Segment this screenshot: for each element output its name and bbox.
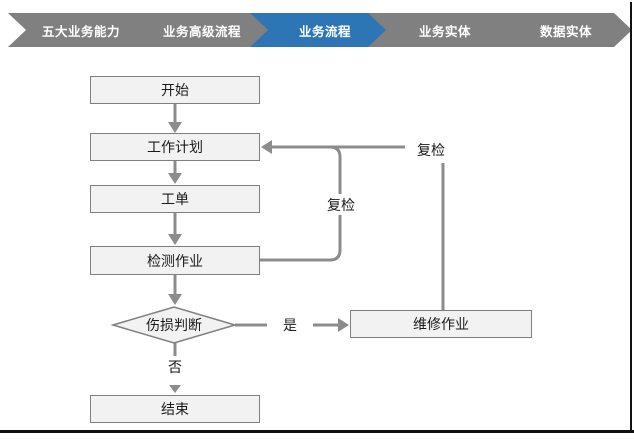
edge-decision-no-to-end — [169, 343, 181, 393]
edge-label-recheck-outer: 复检 — [410, 139, 452, 160]
tab-five-business-capabilities[interactable]: 五大业务能力 — [8, 13, 144, 47]
frame-bottom-border — [0, 430, 634, 433]
node-end: 结束 — [90, 395, 260, 423]
arrow-workplan-to-workorder — [168, 161, 182, 184]
node-work-order: 工单 — [90, 185, 260, 213]
edge-label-recheck-inner: 复检 — [320, 194, 362, 215]
frame-right-border — [630, 2, 632, 433]
arrow-inspection-to-decision — [168, 275, 182, 305]
tab-data-entity[interactable]: 数据实体 — [490, 13, 632, 47]
node-start: 开始 — [90, 76, 260, 104]
edge-recheck-from-inspection — [260, 145, 342, 262]
node-repair: 维修作业 — [350, 310, 532, 338]
node-inspection: 检测作业 — [90, 246, 260, 275]
edge-decision-yes-to-repair — [235, 318, 349, 332]
tab-business-process-active[interactable]: 业务流程 — [250, 13, 390, 47]
edge-recheck-into-workplan — [261, 140, 405, 154]
edge-label-no: 否 — [160, 357, 190, 377]
decision-diamond-shape — [110, 306, 238, 344]
tab-business-highlevel-process[interactable]: 业务高级流程 — [122, 13, 272, 47]
tab-business-entity[interactable]: 业务实体 — [368, 13, 512, 47]
edge-label-yes: 是 — [276, 315, 304, 335]
arrow-workorder-to-inspection — [168, 213, 182, 245]
node-damage-decision-label: 伤损判断 — [146, 317, 202, 333]
node-work-plan: 工作计划 — [90, 133, 260, 161]
arrow-start-to-workplan — [168, 104, 182, 133]
